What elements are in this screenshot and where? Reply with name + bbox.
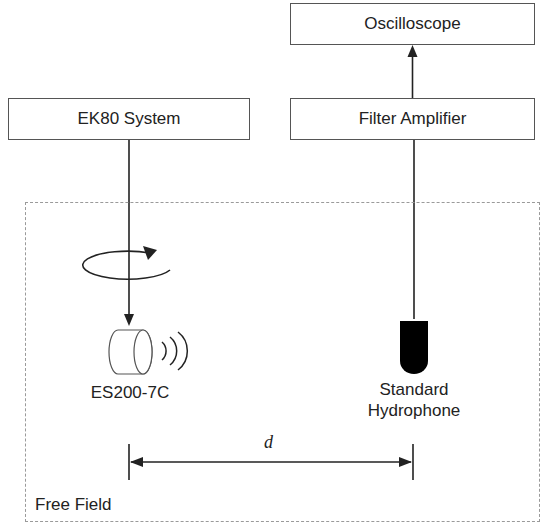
hydrophone-symbol: [354, 319, 474, 375]
node-label: Filter Amplifier: [359, 108, 467, 129]
node-label: Standard Hydrophone: [354, 379, 474, 422]
sound-wave: [178, 332, 187, 370]
dimension-arrowhead: [130, 457, 143, 467]
connector: [412, 55, 413, 98]
rotation-arrowhead: [143, 246, 157, 260]
connector-arrowhead: [124, 314, 134, 326]
node-label: ES200-7C: [91, 382, 169, 403]
dimension-label: d: [262, 432, 275, 453]
dimension-arrowhead: [399, 457, 412, 467]
connector: [414, 140, 415, 319]
transducer-symbol: [75, 326, 185, 378]
sound-wave: [162, 342, 166, 360]
rotation-arrow: [83, 251, 170, 279]
process-box: Oscilloscope: [290, 3, 535, 45]
process-box: Filter Amplifier: [290, 98, 535, 140]
node-label: Oscilloscope: [364, 13, 460, 34]
transducer-node: ES200-7C: [75, 326, 185, 403]
connector: [129, 140, 130, 316]
node-label: EK80 System: [78, 108, 181, 129]
field-region: Free Field ES200-7C Standard Hydrophone: [25, 202, 540, 522]
connector-arrowhead: [408, 45, 418, 57]
dimension-line: [131, 461, 411, 463]
node-label: Free Field: [35, 495, 112, 515]
hydrophone-node: Standard Hydrophone: [354, 319, 474, 422]
extension-line: [128, 444, 130, 480]
extension-line: [412, 444, 414, 480]
sound-wave: [170, 337, 177, 365]
process-box: EK80 System: [8, 98, 250, 140]
